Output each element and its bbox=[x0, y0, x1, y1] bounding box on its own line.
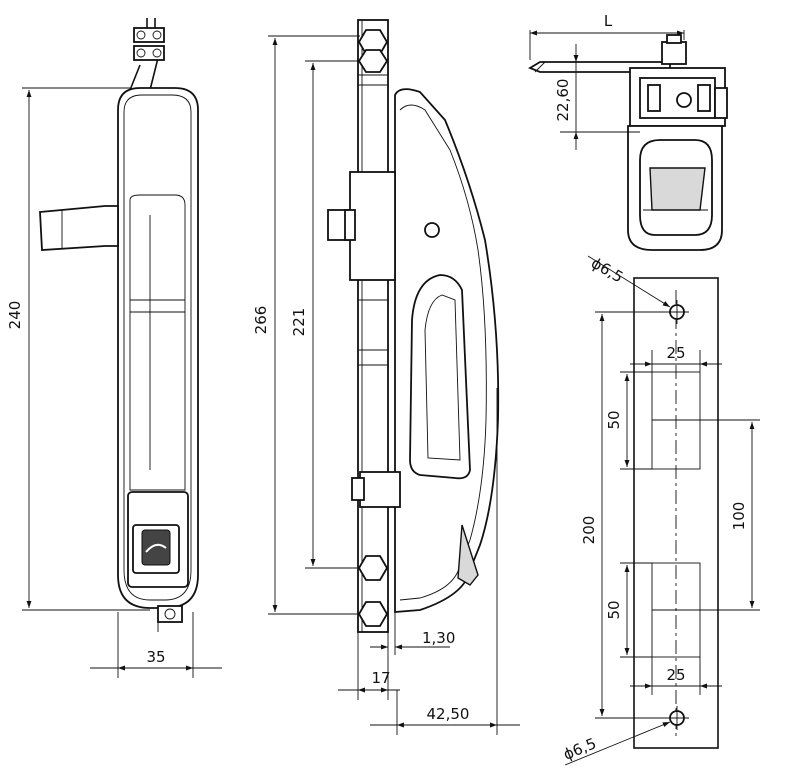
side-thickness-label: 1,30 bbox=[422, 629, 455, 647]
template-slot-width-top-label: 25 bbox=[666, 344, 685, 362]
top-lever-length-label: L bbox=[604, 12, 613, 30]
side-view: 266 221 1,30 17 42,50 bbox=[252, 19, 520, 735]
template-slot-height-bottom-label: 50 bbox=[605, 600, 623, 619]
template-slot-width-bottom-label: 25 bbox=[666, 666, 685, 684]
side-total-height-label: 266 bbox=[252, 306, 270, 335]
top-height-label: 22,60 bbox=[554, 79, 572, 122]
front-height-label: 240 bbox=[6, 301, 24, 330]
template-slot-height-top-label: 50 bbox=[605, 410, 623, 429]
front-view: 240 35 bbox=[6, 18, 222, 678]
side-hole-spacing-label: 221 bbox=[290, 308, 308, 337]
template-hole-spacing-label: 200 bbox=[580, 516, 598, 545]
top-view: L 22,60 bbox=[527, 12, 728, 251]
template-hole-top-label: ϕ6,5 bbox=[588, 254, 626, 286]
template-slot-spacing-label: 100 bbox=[730, 502, 748, 531]
front-width-label: 35 bbox=[146, 648, 165, 666]
cutout-template: 200 50 50 100 25 25 ϕ6,5 ϕ6,5 bbox=[561, 254, 760, 766]
side-offset-label: 17 bbox=[371, 669, 390, 687]
side-depth-label: 42,50 bbox=[427, 705, 470, 723]
